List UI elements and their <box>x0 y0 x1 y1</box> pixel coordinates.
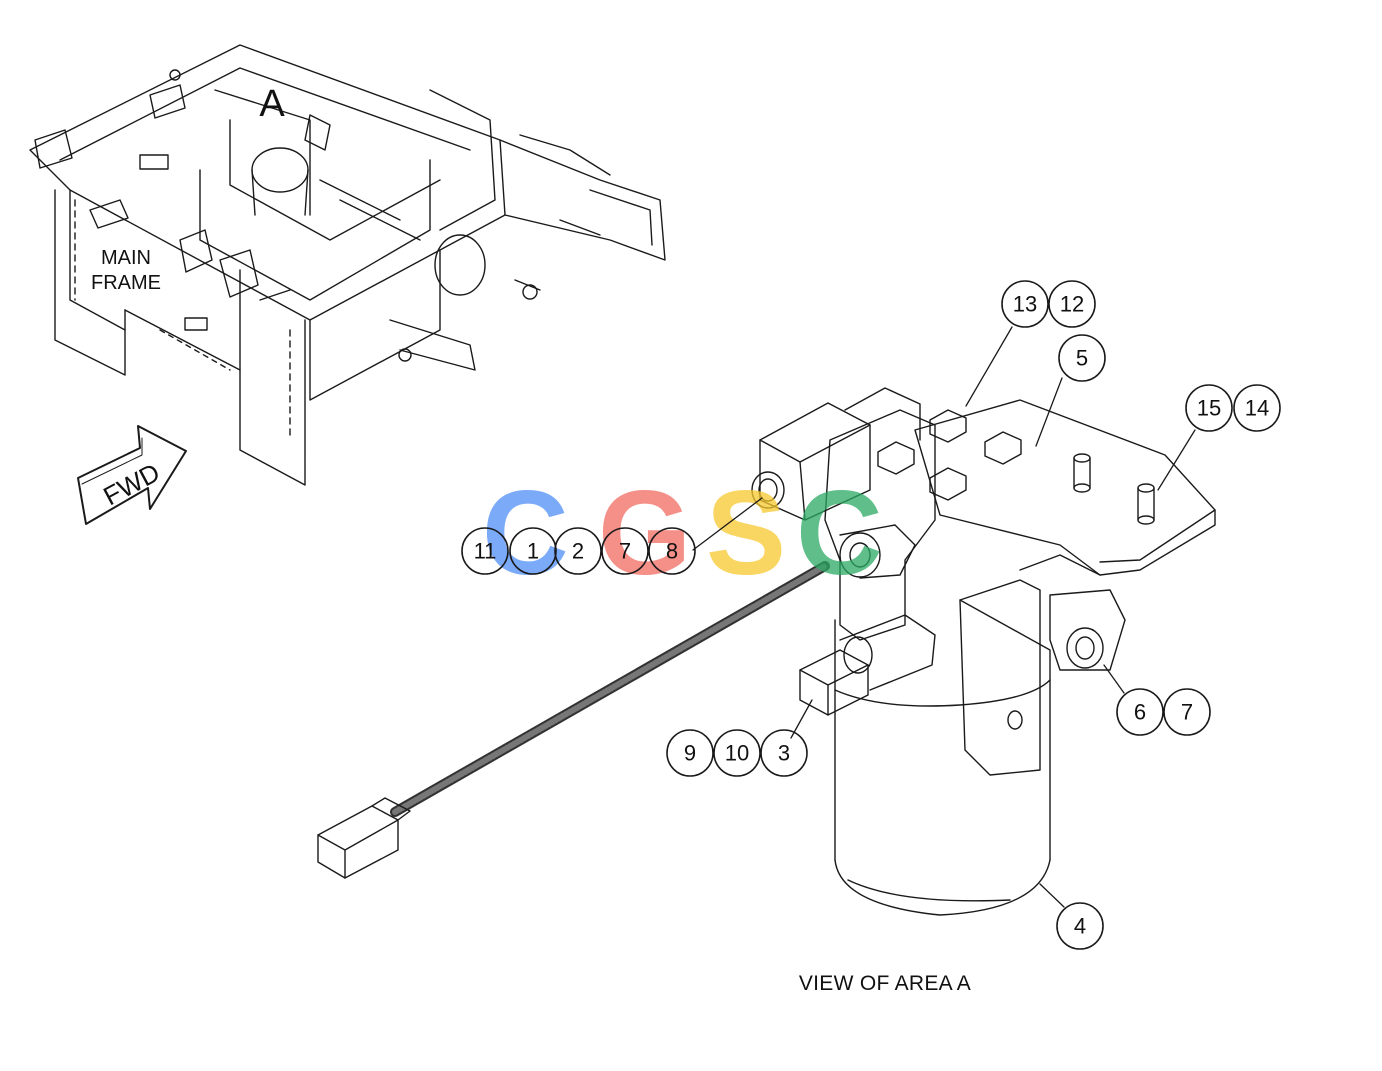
svg-text:3: 3 <box>778 741 790 766</box>
callout-4: 4 <box>1056 902 1104 950</box>
svg-text:9: 9 <box>684 741 696 766</box>
callout-7b: 7 <box>1163 688 1211 736</box>
watermark: C G S C <box>482 466 883 600</box>
svg-text:10: 10 <box>725 741 749 766</box>
callout-2: 2 <box>554 527 602 575</box>
svg-text:6: 6 <box>1134 700 1146 725</box>
svg-text:5: 5 <box>1076 346 1088 371</box>
callouts: 11 1 2 7 8 13 12 5 15 14 6 7 9 10 3 4 <box>461 280 1281 950</box>
watermark-letter-2: G <box>598 466 691 600</box>
svg-text:12: 12 <box>1060 292 1084 317</box>
svg-text:8: 8 <box>666 539 678 564</box>
callout-5: 5 <box>1058 334 1106 382</box>
watermark-letter-3: S <box>706 466 786 600</box>
callout-12: 12 <box>1048 280 1096 328</box>
main-frame-label-line2: FRAME <box>91 272 161 294</box>
area-letter: A <box>259 83 285 125</box>
svg-text:14: 14 <box>1245 396 1269 421</box>
callout-13: 13 <box>1001 280 1049 328</box>
callout-6: 6 <box>1116 688 1164 736</box>
leader-lines <box>692 326 1196 908</box>
callout-10: 10 <box>713 729 761 777</box>
svg-text:2: 2 <box>572 539 584 564</box>
svg-text:7: 7 <box>1181 700 1193 725</box>
svg-text:4: 4 <box>1074 914 1086 939</box>
hex-bolts <box>877 409 1022 501</box>
callout-8: 8 <box>648 527 696 575</box>
callout-1: 1 <box>509 527 557 575</box>
svg-text:11: 11 <box>474 539 497 564</box>
callout-7: 7 <box>601 527 649 575</box>
view-caption: VIEW OF AREA A <box>798 972 972 995</box>
svg-text:1: 1 <box>527 539 539 564</box>
callout-15: 15 <box>1185 384 1233 432</box>
main-frame-drawing <box>29 44 666 486</box>
main-frame-label-line1: MAIN <box>101 247 151 269</box>
callout-14: 14 <box>1233 384 1281 432</box>
callout-9: 9 <box>666 729 714 777</box>
svg-text:13: 13 <box>1013 292 1037 317</box>
callout-3: 3 <box>760 729 808 777</box>
svg-text:15: 15 <box>1197 396 1221 421</box>
watermark-letter-4: C <box>796 466 883 600</box>
filter-assembly-drawing <box>317 387 1216 916</box>
watermark-letter-1: C <box>482 466 569 600</box>
callout-11: 11 <box>461 527 509 575</box>
forward-arrow: FWD <box>77 425 187 525</box>
svg-text:7: 7 <box>619 539 631 564</box>
